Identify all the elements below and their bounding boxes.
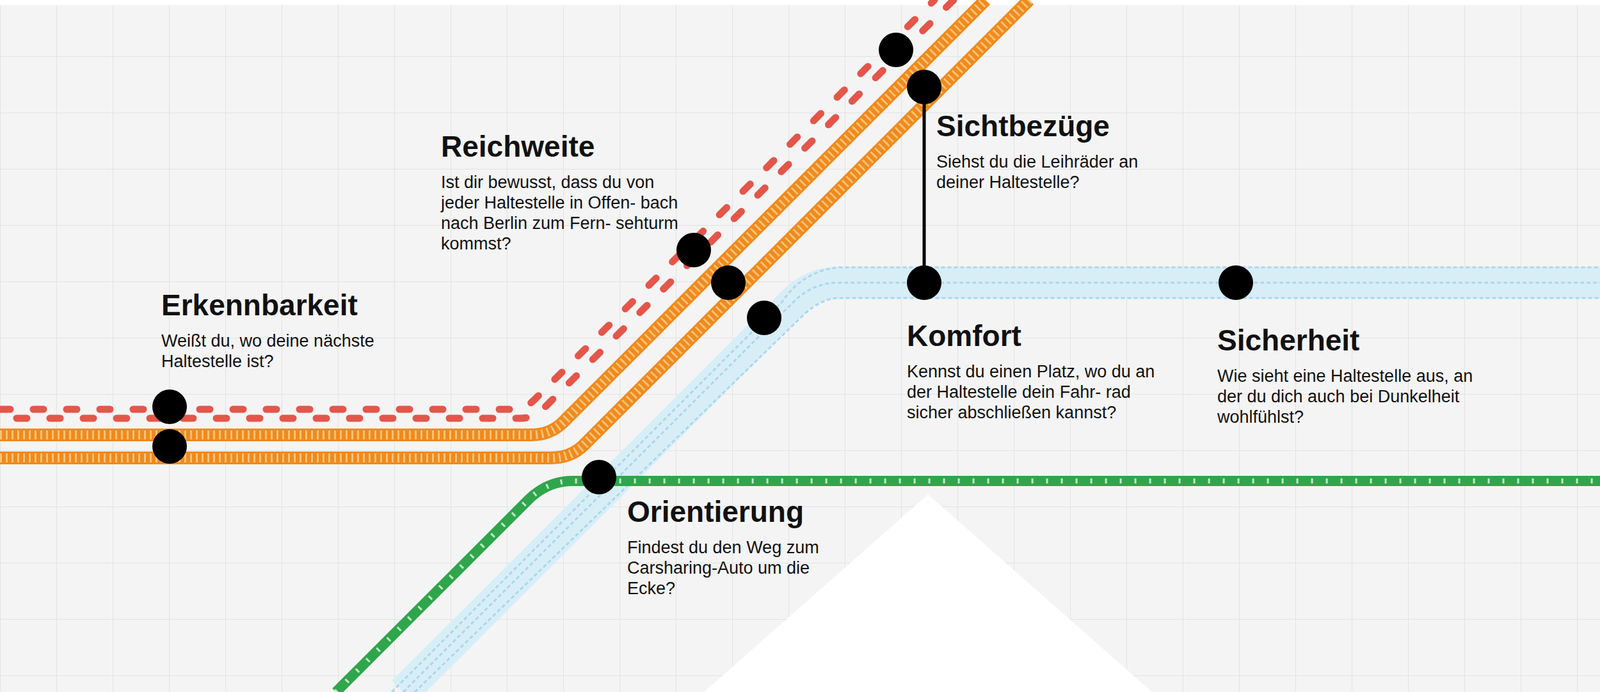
station-label: ErkennbarkeitWeißt du, wo deine nächste … <box>161 289 424 372</box>
label-heading: Komfort <box>906 320 1160 353</box>
black-line <box>922 87 927 283</box>
label-heading: Orientierung <box>627 496 852 529</box>
stop-dot <box>152 429 187 464</box>
label-heading: Sichtbezüge <box>936 110 1174 143</box>
stop-dot <box>711 265 746 301</box>
label-heading: Sicherheit <box>1217 324 1487 358</box>
stops <box>152 32 1254 495</box>
green-line <box>336 481 1600 692</box>
stop-dot <box>152 389 187 425</box>
label-question: Findest du den Weg zum Carsharing-Auto u… <box>627 537 852 600</box>
stop-dot <box>746 300 782 336</box>
top-strip <box>0 0 1600 6</box>
label-question: Siehst du die Leihräder an deiner Haltes… <box>936 151 1174 193</box>
label-question: Wie sieht eine Haltestelle aus, an der d… <box>1217 366 1487 428</box>
stop-dot <box>1218 265 1254 301</box>
stop-dot <box>906 69 942 105</box>
label-question: Weißt du, wo deine nächste Haltestelle i… <box>161 330 424 372</box>
footprint-trail <box>0 0 954 419</box>
orange-tracks <box>0 0 1030 459</box>
station-label: SicherheitWie sieht eine Haltestelle aus… <box>1217 324 1487 428</box>
stop-dot <box>878 32 914 68</box>
label-question: Ist dir bewusst, dass du von jeder Halte… <box>440 172 688 255</box>
label-question: Kennst du einen Platz, wo du an der Halt… <box>906 361 1160 424</box>
label-heading: Erkennbarkeit <box>161 289 424 322</box>
station-label: OrientierungFindest du den Weg zum Carsh… <box>627 496 852 600</box>
stop-dot <box>906 265 942 301</box>
stop-dot <box>581 460 617 495</box>
stop-dot <box>676 232 712 268</box>
station-label: ReichweiteIst dir bewusst, dass du von j… <box>440 130 688 255</box>
station-label: SichtbezügeSiehst du die Leihräder an de… <box>936 110 1174 193</box>
label-heading: Reichweite <box>440 130 688 164</box>
station-label: KomfortKennst du einen Platz, wo du an d… <box>906 320 1160 424</box>
